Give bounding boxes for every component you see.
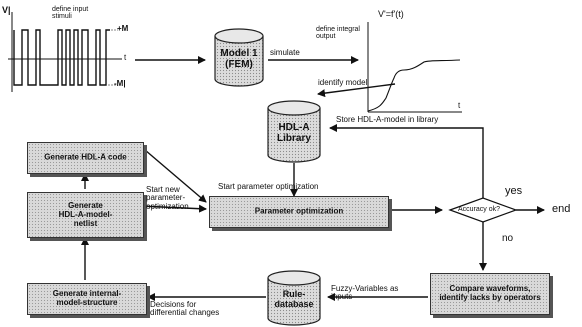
integral-t-mark: t [458,101,461,110]
decisions-label: Decisions for differential changes [150,300,220,318]
hdl-library-label: HDL-A Library [277,122,311,144]
integral-caption: define integral output [316,26,360,41]
rule-database-cylinder [267,270,321,326]
accuracy-label: Accuracy ok? [458,206,501,213]
compare-waveforms-label: Compare waveforms, identify lacks by ope… [439,284,541,302]
stimulus-caption: define input stimuli [52,6,89,21]
stimulus-t-mark: t [124,53,127,62]
generate-netlist-label: Generate HDL-A-model- netlist [58,200,113,228]
generate-hdl-code-box: Generate HDL-A code [27,142,144,174]
hdl-library-cylinder [267,100,321,163]
end-label: end [552,203,571,215]
integral-output-plot [367,22,462,113]
rule-database-label: Rule- database [274,289,314,309]
simulate-label: simulate [270,48,300,57]
stimulus-minus-m: -M| [114,79,126,88]
identify-model-label: identify model [318,78,368,87]
start-parameter-label: Start parameter optimization [218,182,319,191]
model1-label: Model 1 (FEM) [220,48,258,70]
no-label: no [502,233,514,244]
yes-label: yes [505,185,523,197]
integral-formula: V'=f'(t) [378,9,404,19]
stimulus-plus-m: +M [117,24,129,33]
generate-hdl-code-label: Generate HDL-A code [44,152,127,162]
start-new-label: Start new parameter- optimization [146,185,189,211]
stimulus-waveform [8,12,122,92]
generate-netlist-box: Generate HDL-A-model- netlist [27,192,144,238]
fuzzy-label: Fuzzy-Variables as inputs [331,284,399,302]
parameter-optimization-box: Parameter optimization [209,196,389,228]
store-library-label: Store HDL-A-model in library [336,115,439,124]
generate-internal-structure-box: Generate internal- model-structure [27,283,147,315]
model1-cylinder [214,28,264,87]
parameter-optimization-label: Parameter optimization [254,206,344,216]
stimulus-v-axis: V| [2,5,11,15]
generate-internal-structure-label: Generate internal- model-structure [52,289,122,307]
flow-arrows [81,56,545,301]
compare-waveforms-box: Compare waveforms, identify lacks by ope… [430,273,550,315]
